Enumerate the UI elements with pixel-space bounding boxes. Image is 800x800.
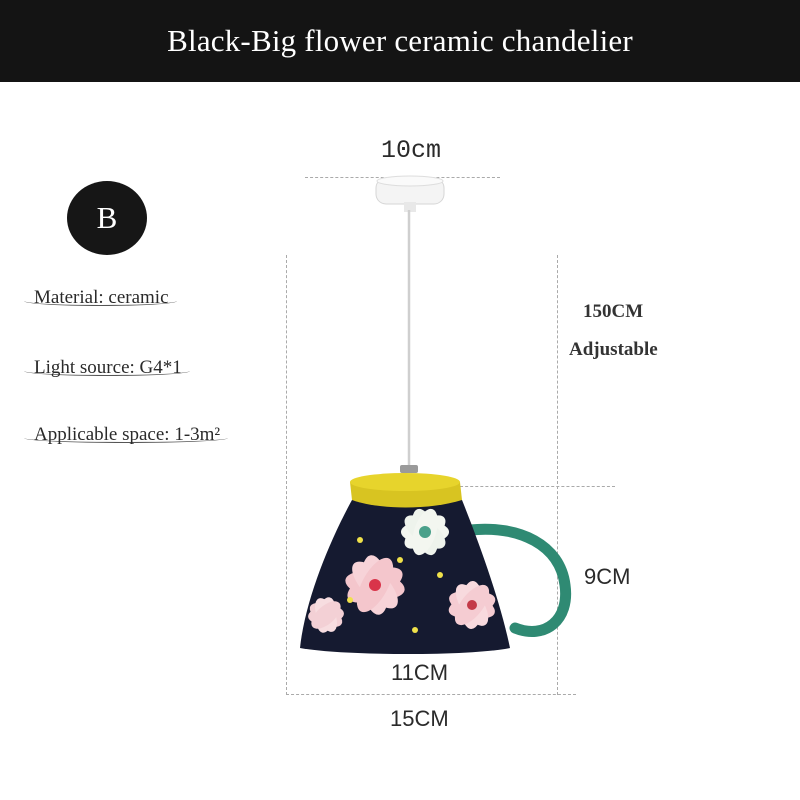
flower-pattern bbox=[308, 508, 496, 633]
shade-bottom-label: 11CM bbox=[391, 660, 449, 685]
shade-top-guide-line bbox=[455, 486, 615, 487]
spec-light-source-text: Light source: G4*1 bbox=[34, 357, 182, 378]
spec-underline bbox=[24, 433, 229, 443]
cable-adjustable-label: Adjustable bbox=[569, 339, 658, 360]
spec-applicable-space: Applicable space: 1-3m² bbox=[24, 424, 229, 446]
header-bar: Black-Big flower ceramic chandelier bbox=[0, 0, 800, 82]
spec-light-source: Light source: G4*1 bbox=[24, 357, 190, 379]
spec-underline bbox=[24, 296, 177, 306]
shade-height-label: 9CM bbox=[584, 564, 631, 589]
left-guide-line bbox=[286, 255, 287, 695]
cup-handle bbox=[464, 523, 572, 637]
overall-width-label: 15CM bbox=[390, 706, 449, 731]
right-guide-line bbox=[557, 255, 558, 695]
spec-underline bbox=[24, 366, 190, 376]
spec-applicable-space-text: Applicable space: 1-3m² bbox=[34, 424, 221, 445]
page-title: Black-Big flower ceramic chandelier bbox=[167, 23, 633, 58]
variant-badge: B bbox=[67, 181, 147, 255]
spec-material: Material: ceramic bbox=[24, 287, 177, 309]
canopy-width-label: 10cm bbox=[381, 136, 442, 165]
cable-length-label: 150CM bbox=[583, 301, 644, 322]
shade-cap bbox=[350, 473, 462, 508]
bottom-guide-line bbox=[286, 694, 576, 695]
spec-material-text: Material: ceramic bbox=[34, 287, 169, 308]
cable-connector bbox=[400, 465, 418, 473]
ceiling-canopy bbox=[375, 175, 445, 212]
